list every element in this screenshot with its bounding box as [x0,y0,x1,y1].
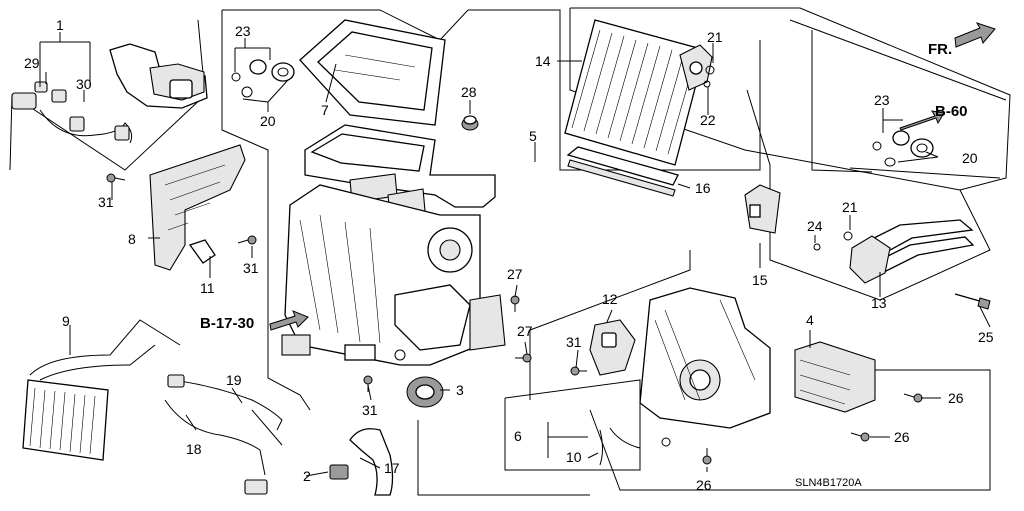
callout-4: 4 [806,312,814,328]
callout-29: 29 [24,55,40,71]
callout-31-right: 31 [566,334,582,350]
pipe-seals-left [231,59,295,98]
callout-31-top: 31 [98,194,114,210]
filter-frame-gasket [299,19,446,126]
callout-20-left: 20 [260,113,276,129]
callout-27-top: 27 [507,266,523,282]
callout-23-right: 23 [874,92,890,108]
bolt-long [954,293,991,310]
diagram-code: SLN4B1720A [795,477,862,489]
leader-lines [39,32,991,477]
callout-16: 16 [695,180,711,196]
front-direction-arrow: FR. [928,22,996,58]
callout-14: 14 [535,53,551,69]
callout-27-bottom: 27 [517,323,533,339]
drain-hose [329,428,394,496]
reference-labels: B-60 B-17-30 [200,103,968,332]
callout-12: 12 [602,291,618,307]
callout-21-top: 21 [707,29,723,45]
callout-21-mid: 21 [842,199,858,215]
callout-19: 19 [226,372,242,388]
callout-23-left: 23 [235,23,251,39]
callout-9: 9 [62,313,70,329]
mode-motor-harness [11,43,208,144]
callout-3: 3 [456,382,464,398]
group-frames [9,7,1011,496]
callout-15: 15 [752,272,768,288]
callout-numbers: 1 29 30 23 20 7 28 5 14 21 22 16 15 23 2… [24,17,994,493]
blower-unit [639,287,876,429]
callout-26-bottom: 26 [696,477,712,493]
side-cover-panel [149,144,246,271]
callout-17: 17 [384,460,400,476]
callout-1: 1 [56,17,64,33]
ref-b1730: B-17-30 [200,315,254,332]
callout-5: 5 [529,128,537,144]
callout-22: 22 [700,112,716,128]
callout-28: 28 [461,84,477,100]
callout-13: 13 [871,295,887,311]
wire-clip [599,427,671,466]
callout-18: 18 [186,441,202,457]
expansion-valve [744,184,781,234]
sub-harness [164,374,283,495]
callout-24: 24 [807,218,823,234]
callout-7: 7 [321,102,329,118]
screws [106,173,923,465]
evaporator-pipe-assembly [813,219,975,284]
callout-6: 6 [514,428,522,444]
heater-core [22,319,181,461]
ring-seal [406,376,444,408]
ref-b60: B-60 [935,103,968,120]
callout-10: 10 [566,449,582,465]
pipe-seals-right [872,110,945,167]
grommet [461,115,479,131]
front-direction-label: FR. [928,41,952,58]
evaporator-core [564,19,715,166]
callout-8: 8 [128,231,136,247]
callout-26-right: 26 [948,390,964,406]
callout-26-mid: 26 [894,429,910,445]
callout-31-mid: 31 [243,260,259,276]
heater-unit-housing [281,124,506,366]
callout-30: 30 [76,76,92,92]
evaporator-seal-tray [566,146,679,197]
blower-resistor [589,319,636,376]
callout-25: 25 [978,329,994,345]
callout-2: 2 [303,468,311,484]
callout-20-right: 20 [962,150,978,166]
callout-31-bottom: 31 [362,402,378,418]
callout-11: 11 [200,280,215,296]
